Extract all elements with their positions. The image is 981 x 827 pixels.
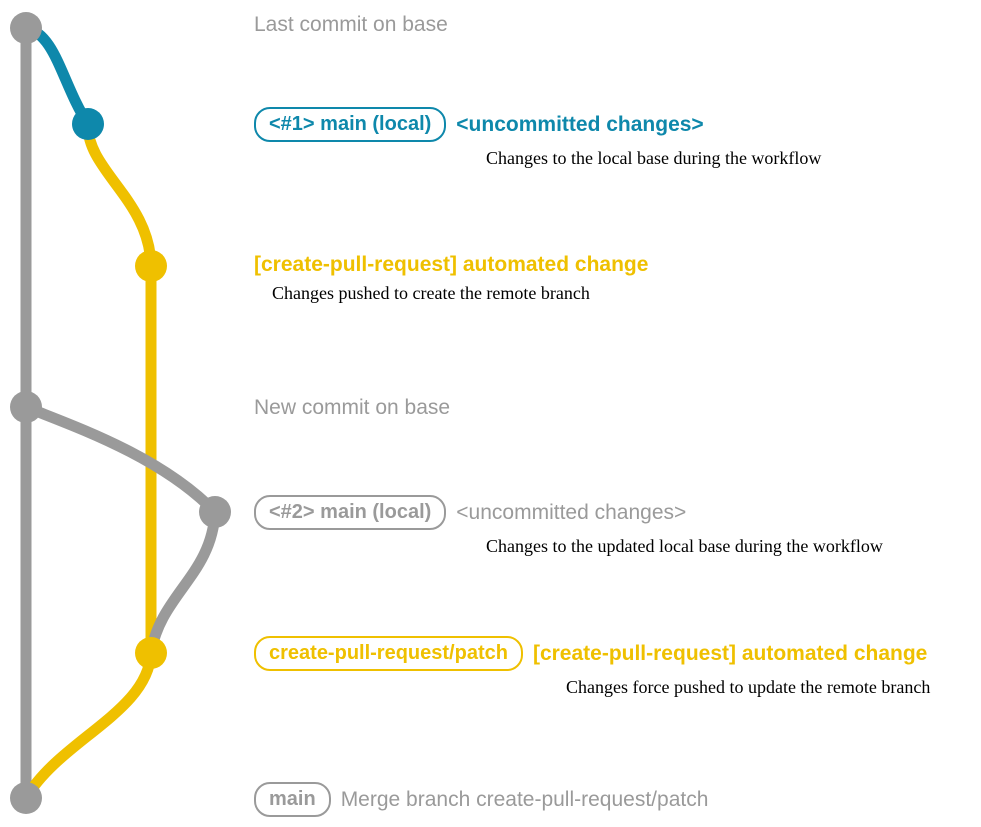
patch-line-segment-1	[82, 118, 157, 272]
annotation-description: Changes to the local base during the wor…	[486, 148, 822, 168]
branch-pill-main[interactable]: main	[254, 782, 331, 817]
annotation-title: <uncommitted changes>	[456, 112, 704, 136]
annotation-title: <uncommitted changes>	[456, 500, 687, 524]
commit-node-local-2[interactable]	[199, 496, 231, 528]
annotation-title: [create-pull-request] automated change	[254, 253, 649, 276]
commit-node-base-new[interactable]	[10, 391, 42, 423]
branch-pill-create-pull-request-patch[interactable]: create-pull-request/patch	[254, 636, 523, 671]
branch-pill-local-1[interactable]: <#1> main (local)	[254, 107, 447, 142]
commit-node-patch-1[interactable]	[135, 250, 167, 282]
annotation-title: [create-pull-request] automated change	[532, 641, 928, 665]
patch-2-to-merge-line	[20, 647, 157, 804]
commit-node-patch-2[interactable]	[135, 637, 167, 669]
annotation-merge-commit: main Merge branch create-pull-request/pa…	[254, 782, 708, 817]
annotation-description: Changes force pushed to update the remot…	[566, 677, 931, 697]
commit-node-base-merge[interactable]	[10, 782, 42, 814]
annotation-local-change-2: <#2> main (local) <uncommitted changes> …	[254, 495, 883, 557]
annotation-automated-change-1: [create-pull-request] automated change C…	[254, 253, 648, 304]
annotation-title: Last commit on base	[254, 13, 448, 36]
annotation-local-change-1: <#1> main (local) <uncommitted changes> …	[254, 107, 821, 169]
annotation-last-commit-on-base: Last commit on base	[254, 13, 448, 37]
annotation-description: Changes to the updated local base during…	[486, 536, 883, 556]
annotation-title: New commit on base	[254, 396, 451, 419]
annotation-automated-change-2: create-pull-request/patch [create-pull-r…	[254, 636, 930, 698]
commit-node-local-1[interactable]	[72, 108, 104, 140]
branch-pill-local-2[interactable]: <#2> main (local)	[254, 495, 447, 530]
commit-node-base-last[interactable]	[10, 12, 42, 44]
annotation-new-commit-on-base: New commit on base	[254, 396, 450, 420]
annotation-title: Merge branch create-pull-request/patch	[340, 787, 709, 811]
local-branch-1-line	[20, 22, 94, 130]
base-to-local-2-line	[20, 401, 221, 518]
local-2-to-patch-2-line	[145, 506, 221, 659]
annotation-description: Changes pushed to create the remote bran…	[272, 283, 590, 303]
